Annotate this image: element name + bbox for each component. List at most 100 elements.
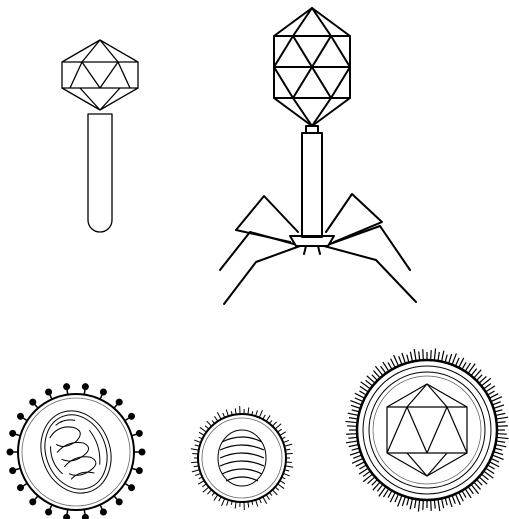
envelope-spike xyxy=(455,358,459,366)
envelope-spike xyxy=(377,484,383,491)
spike-knob xyxy=(139,449,145,455)
enveloped-virus-icon xyxy=(7,384,145,519)
envelope-spike xyxy=(203,487,209,492)
spike-knob xyxy=(30,399,36,405)
envelope-spike xyxy=(465,363,470,371)
spike-knob xyxy=(64,514,70,519)
envelope-spike xyxy=(434,500,435,509)
envelope-spike xyxy=(492,402,500,405)
envelope-spike xyxy=(442,351,444,362)
envelope-spike xyxy=(285,466,293,467)
envelope-spike xyxy=(278,484,284,489)
envelope-spike xyxy=(191,462,198,463)
spike-knob xyxy=(10,468,16,474)
envelope-spike xyxy=(395,494,399,502)
envelope-spike xyxy=(402,353,405,363)
envelope-spike xyxy=(284,444,292,446)
envelope-spike xyxy=(415,499,416,508)
envelope-spike xyxy=(402,497,405,507)
icosahedral-enveloped-virus-icon xyxy=(345,348,508,511)
envelope-spike xyxy=(192,470,200,472)
envelope-spike xyxy=(431,500,432,511)
spike-knob xyxy=(7,449,13,455)
spike-knob xyxy=(46,509,52,515)
small-enveloped-virus-icon xyxy=(191,406,293,510)
envelope-spike xyxy=(198,481,204,485)
envelope-spike xyxy=(449,354,452,364)
spike-knob xyxy=(116,499,122,505)
envelope-spike xyxy=(256,500,258,507)
envelope-spike xyxy=(452,353,456,364)
envelope-spike xyxy=(200,427,206,432)
envelope-spike xyxy=(214,495,218,501)
envelope-spike xyxy=(207,421,212,426)
envelope-spike xyxy=(266,415,270,421)
envelope-spike xyxy=(280,432,286,436)
envelope-spike xyxy=(226,409,228,416)
envelope-spike xyxy=(353,455,361,458)
envelope-spike xyxy=(355,398,363,402)
envelope-spike xyxy=(442,498,444,508)
envelope-spike xyxy=(348,413,359,415)
envelope-spike xyxy=(356,462,365,467)
envelope-spike xyxy=(360,386,368,391)
envelope-spike xyxy=(414,349,416,361)
envelope-spike xyxy=(346,441,358,443)
envelope-spike xyxy=(263,497,267,504)
envelope-spike xyxy=(452,495,455,503)
spike-knob xyxy=(100,389,106,395)
envelope-spike xyxy=(275,424,281,429)
envelope-spike xyxy=(495,413,505,415)
envelope-spike xyxy=(497,437,509,438)
envelope-spike xyxy=(419,351,420,360)
envelope-spike xyxy=(489,394,498,399)
envelope-spike xyxy=(235,502,236,509)
envelope-spike xyxy=(491,458,499,462)
envelope-spike xyxy=(348,437,357,438)
envelope-spike xyxy=(381,366,386,373)
envelope-spike xyxy=(355,393,365,398)
envelope-spike xyxy=(491,397,502,402)
envelope-spike xyxy=(496,417,508,419)
spike-knob xyxy=(17,413,23,419)
envelope-spike xyxy=(191,449,199,450)
spike-knob xyxy=(46,389,52,395)
envelope-spike xyxy=(423,500,424,510)
envelope-spike xyxy=(248,407,249,414)
envelope-spike xyxy=(259,410,262,417)
spike-knob xyxy=(82,384,88,390)
spike-knob xyxy=(100,509,106,515)
envelope-spike xyxy=(217,412,221,419)
envelope-spike xyxy=(468,487,473,494)
envelope-spike xyxy=(459,492,464,501)
spike-knob xyxy=(64,384,70,390)
envelope-spike xyxy=(481,474,488,480)
envelope-spike xyxy=(471,369,477,376)
envelope-spike xyxy=(345,421,357,422)
spike-knob xyxy=(136,430,142,436)
envelope-spike xyxy=(363,471,370,476)
envelope-spike xyxy=(383,489,388,497)
envelope-spike xyxy=(486,468,494,473)
envelope-spike xyxy=(438,352,439,361)
envelope-spike xyxy=(489,462,499,467)
envelope-spike xyxy=(394,355,399,366)
envelope-spike xyxy=(350,401,361,405)
envelope-spike xyxy=(222,498,225,505)
envelope-spike xyxy=(351,405,361,408)
envelope-spike xyxy=(423,349,424,360)
envelope-spike xyxy=(496,441,505,442)
envelope-spike xyxy=(431,350,432,360)
envelope-spike xyxy=(495,445,506,447)
envelope-spike xyxy=(494,405,504,408)
envelope-spike xyxy=(410,498,412,509)
envelope-spike xyxy=(194,440,201,442)
envelope-spike xyxy=(494,452,504,455)
envelope-spike xyxy=(484,384,491,389)
envelope-spike xyxy=(398,495,402,506)
envelope-spike xyxy=(347,426,357,427)
envelope-spike xyxy=(391,359,396,368)
spike-knob xyxy=(10,430,16,436)
envelope-spike xyxy=(410,352,412,362)
